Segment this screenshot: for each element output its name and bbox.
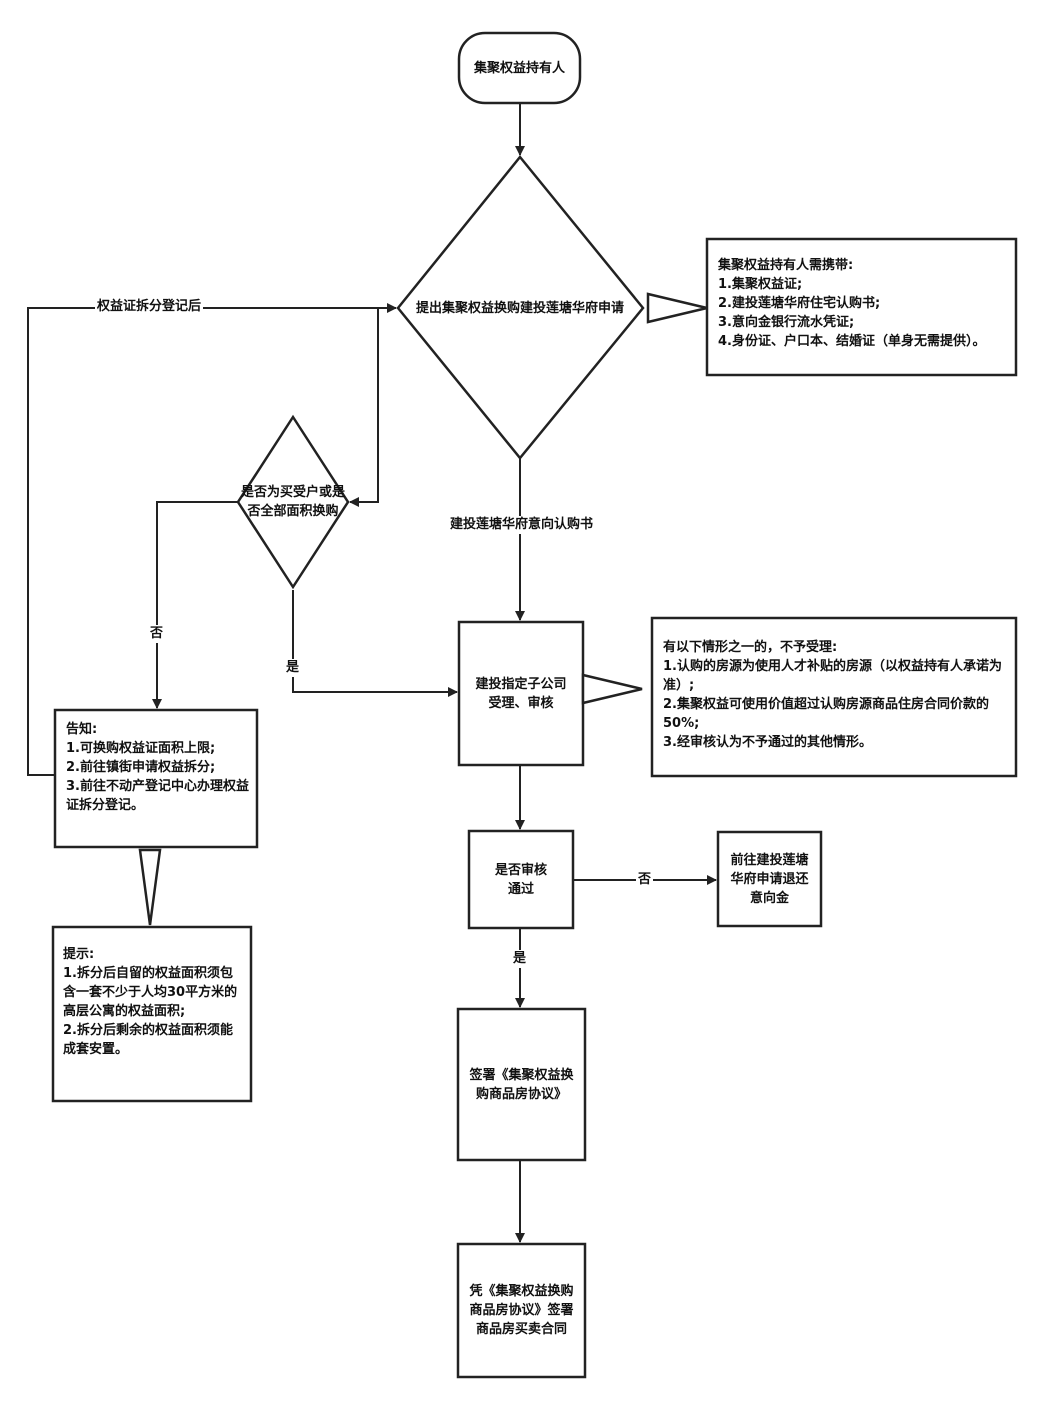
- notify-note-title: 告知:: [66, 722, 98, 737]
- pass-check-label-line1: 是否审核: [494, 862, 547, 878]
- notify-note-item-1: 1.可换购权益证面积上限;: [66, 741, 216, 756]
- reject-note-item-2: 2.集聚权益可使用价值超过认购房源商品住房合同价款的50%;: [663, 697, 989, 731]
- refund-node-shape: [716, 830, 823, 928]
- sign-agreement-node: 签署《集聚权益换 购商品房协议》: [458, 1009, 585, 1160]
- sign-contract-label-line2: 商品房协议》签署: [469, 1303, 574, 1318]
- sign-contract-label-line1: 凭《集聚权益换购: [469, 1284, 574, 1299]
- materials-note: 集聚权益持有人需携带: 1.集聚权益证; 2.建投莲塘华府住宅认购书; 3.意向…: [718, 256, 1010, 351]
- materials-note-item-4: 4.身份证、户口本、结婚证（单身无需提供）。: [718, 334, 986, 349]
- buyer-check-label-line1: 是否为买受户或是: [240, 485, 345, 500]
- buyer-check-label-line2: 否全部面积换购: [247, 504, 339, 519]
- reject-note-item-1: 1.认购的房源为使用人才补贴的房源（以权益持有人承诺为准）;: [663, 659, 1002, 693]
- sign-agreement-node-shape: [456, 1007, 587, 1162]
- edge-label-after-split: 权益证拆分登记后: [95, 298, 204, 316]
- hint-note-title: 提示:: [63, 947, 95, 962]
- review-label-line1: 建投指定子公司: [475, 676, 567, 692]
- reject-note-title: 有以下情形之一的，不予受理:: [663, 640, 838, 655]
- edge-label-yes-down: 是: [511, 950, 529, 968]
- reject-callout: [581, 673, 643, 705]
- sign-contract-node: 凭《集聚权益换购 商品房协议》签署 商品房买卖合同: [458, 1244, 585, 1377]
- edge-buyer-check-yes: [292, 590, 458, 697]
- refund-node: 前往建投莲塘 华府申请退还 意向金: [718, 832, 821, 926]
- materials-callout: [646, 292, 708, 324]
- sign-agreement-label-line1: 签署《集聚权益换: [469, 1067, 574, 1083]
- materials-note-item-3: 3.意向金银行流水凭证;: [718, 315, 855, 330]
- materials-note-shape: [705, 237, 1018, 377]
- edge-label-yes-left: 是: [284, 659, 302, 677]
- notify-callout: [138, 848, 162, 926]
- pass-check-label-line2: 通过: [507, 881, 534, 897]
- reject-note-shape: [650, 616, 1018, 778]
- materials-note-item-2: 2.建投莲塘华府住宅认购书;: [718, 296, 881, 311]
- materials-note-item-1: 1.集聚权益证;: [718, 277, 803, 292]
- buyer-check-decision: 是否为买受户或是 否全部面积换购: [238, 478, 348, 526]
- pass-check-node-shape: [467, 829, 575, 930]
- review-node-shape: [457, 620, 585, 767]
- start-node-label: 集聚权益持有人: [473, 60, 565, 76]
- refund-label-line2: 华府申请退还: [730, 871, 809, 887]
- reject-note-item-3: 3.经审核认为不予通过的其他情形。: [663, 735, 872, 750]
- refund-label-line1: 前往建投莲塘: [730, 852, 809, 868]
- pass-check-node: 是否审核 通过: [469, 831, 573, 928]
- hint-note: 提示: 1.拆分后自留的权益面积须包含一套不少于人均30平方米的高层公寓的权益面…: [63, 945, 243, 1059]
- refund-label-line3: 意向金: [749, 890, 789, 906]
- edge-split-feedback: [27, 303, 397, 776]
- hint-note-shape: [51, 925, 253, 1103]
- buyer-check-decision-shape: [236, 414, 350, 590]
- notify-note-item-3: 3.前往不动产登记中心办理权益证拆分登记。: [66, 779, 249, 813]
- edge-label-no-left: 否: [148, 625, 166, 643]
- review-label-line2: 受理、审核: [488, 695, 554, 711]
- hint-note-item-2: 2.拆分后剩余的权益面积须能成套安置。: [63, 1023, 233, 1057]
- edge-label-intent-book: 建投莲塘华府意向认购书: [448, 516, 596, 534]
- start-node: 集聚权益持有人: [459, 33, 580, 103]
- sign-contract-label-line3: 商品房买卖合同: [475, 1322, 567, 1337]
- edge-label-no-right: 否: [636, 871, 654, 889]
- apply-decision: 提出集聚权益换购建投莲塘华府申请: [416, 293, 625, 323]
- notify-note-shape: [53, 708, 259, 849]
- notify-note: 告知: 1.可换购权益证面积上限; 2.前往镇街申请权益拆分; 3.前往不动产登…: [66, 720, 250, 815]
- materials-note-title: 集聚权益持有人需携带:: [718, 258, 854, 273]
- apply-decision-label: 提出集聚权益换购建投莲塘华府申请: [416, 300, 625, 316]
- hint-note-item-1: 1.拆分后自留的权益面积须包含一套不少于人均30平方米的高层公寓的权益面积;: [63, 966, 238, 1019]
- sign-contract-node-shape: [456, 1242, 587, 1379]
- notify-note-item-2: 2.前往镇街申请权益拆分;: [66, 760, 216, 775]
- edge-feedback-to-buyer-check: [349, 308, 379, 507]
- sign-agreement-label-line2: 购商品房协议》: [475, 1086, 567, 1102]
- reject-note: 有以下情形之一的，不予受理: 1.认购的房源为使用人才补贴的房源（以权益持有人承…: [663, 638, 1008, 752]
- edge-buyer-check-no: [152, 501, 238, 709]
- review-node: 建投指定子公司 受理、审核: [459, 622, 583, 765]
